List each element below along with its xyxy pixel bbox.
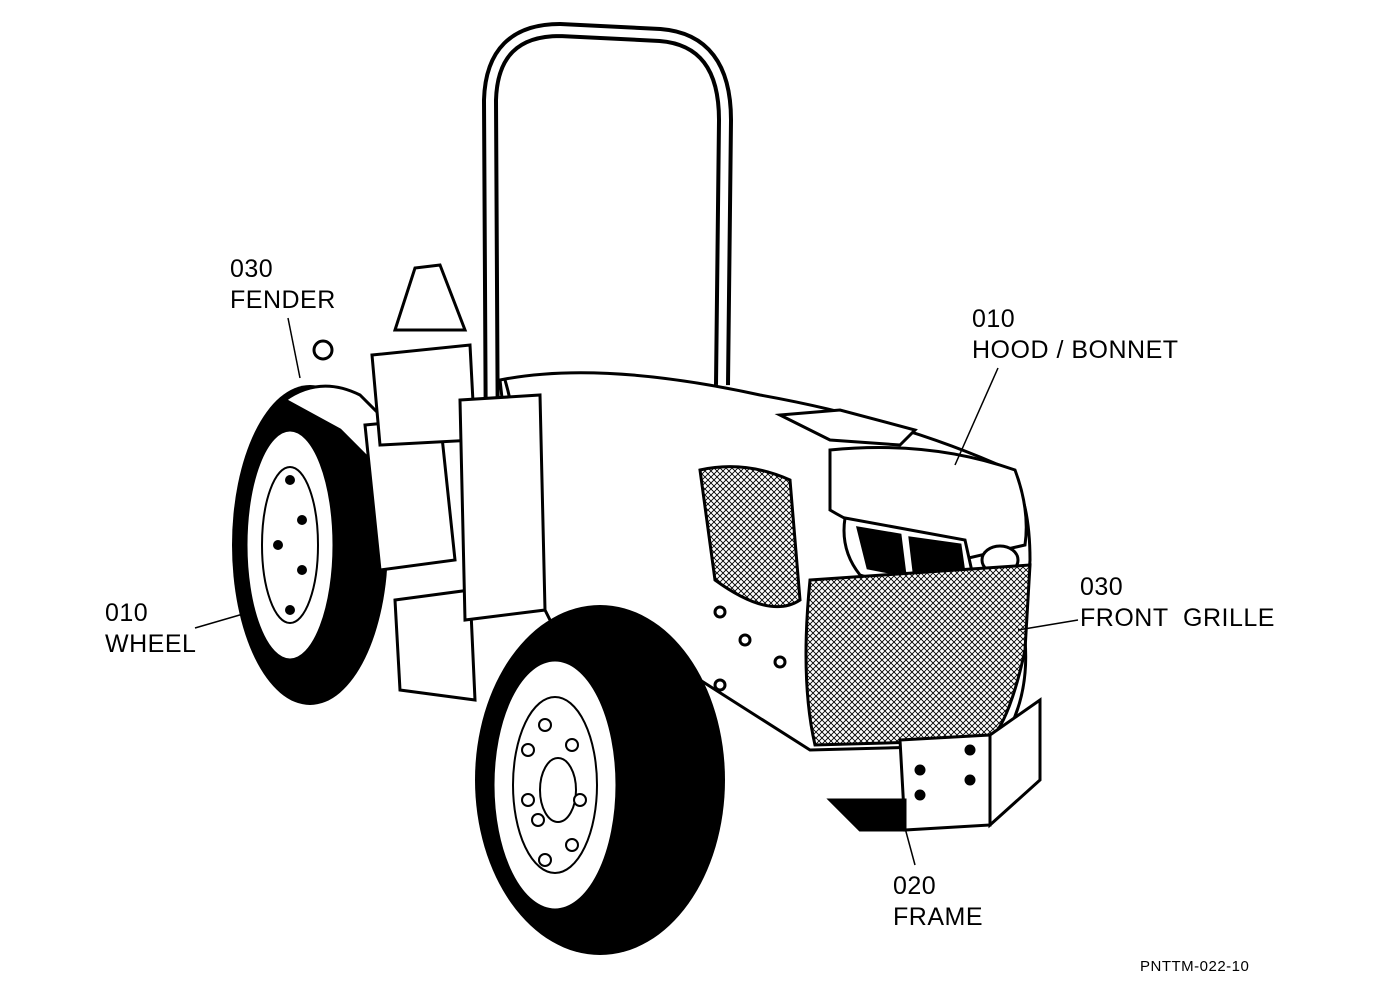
figure-code: PNTTM-022-10 <box>1140 958 1250 975</box>
callout-fender: 030 FENDER <box>230 254 336 316</box>
callout-fender-code: 030 <box>230 255 274 283</box>
front-wheel <box>475 605 725 955</box>
fender-leader-line <box>287 317 301 379</box>
callout-frame-code: 020 <box>893 872 937 900</box>
fender-shape <box>282 263 477 572</box>
rear-wheel <box>232 385 388 705</box>
callout-wheel: 010 WHEEL <box>105 598 196 660</box>
roll-bar <box>481 21 734 471</box>
frame-leader-line <box>904 827 916 866</box>
callout-wheel-name: WHEEL <box>105 630 197 658</box>
callout-hood-code: 010 <box>972 305 1016 333</box>
callout-fender-name: FENDER <box>230 286 336 314</box>
leader-lines <box>194 317 1079 866</box>
callout-hood-name: HOOD / BONNET <box>972 336 1179 364</box>
grille-leader-line <box>1017 619 1079 631</box>
callout-grille-code: 030 <box>1080 573 1124 601</box>
callout-frame-name: FRAME <box>893 903 983 931</box>
callout-hood: 010 HOOD / BONNET <box>972 304 1179 366</box>
callout-frame: 020 FRAME <box>893 871 983 933</box>
callout-grille: 030 FRONT GRILLE <box>1080 572 1275 634</box>
tractor-body <box>393 371 1042 832</box>
hood-leader-line <box>954 367 999 466</box>
callout-wheel-code: 010 <box>105 599 149 627</box>
wheel-leader-line <box>194 611 251 629</box>
callout-grille-name: FRONT GRILLE <box>1080 604 1275 632</box>
